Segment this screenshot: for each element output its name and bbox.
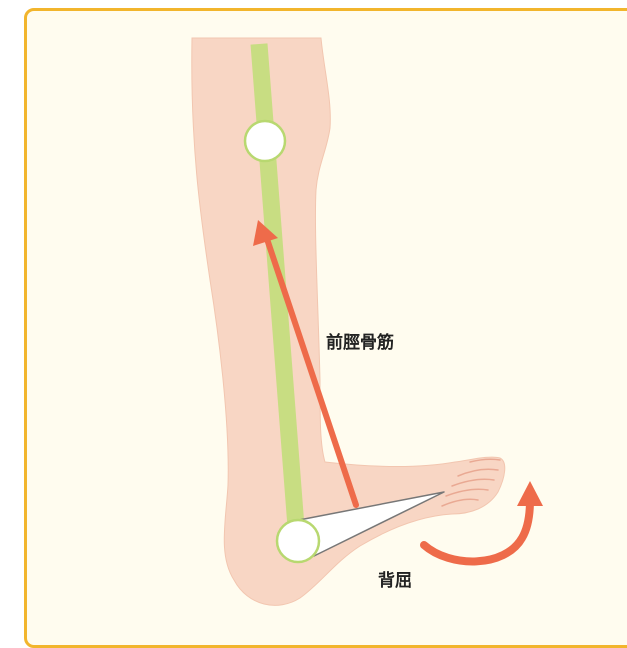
muscle-label: 前脛骨筋 [326, 328, 394, 353]
leg-diagram [0, 0, 627, 619]
ankle-joint-icon [277, 520, 319, 562]
curved-arrow-icon [517, 481, 543, 506]
knee-joint-icon [245, 121, 285, 161]
motion-label: 背屈 [378, 566, 412, 591]
